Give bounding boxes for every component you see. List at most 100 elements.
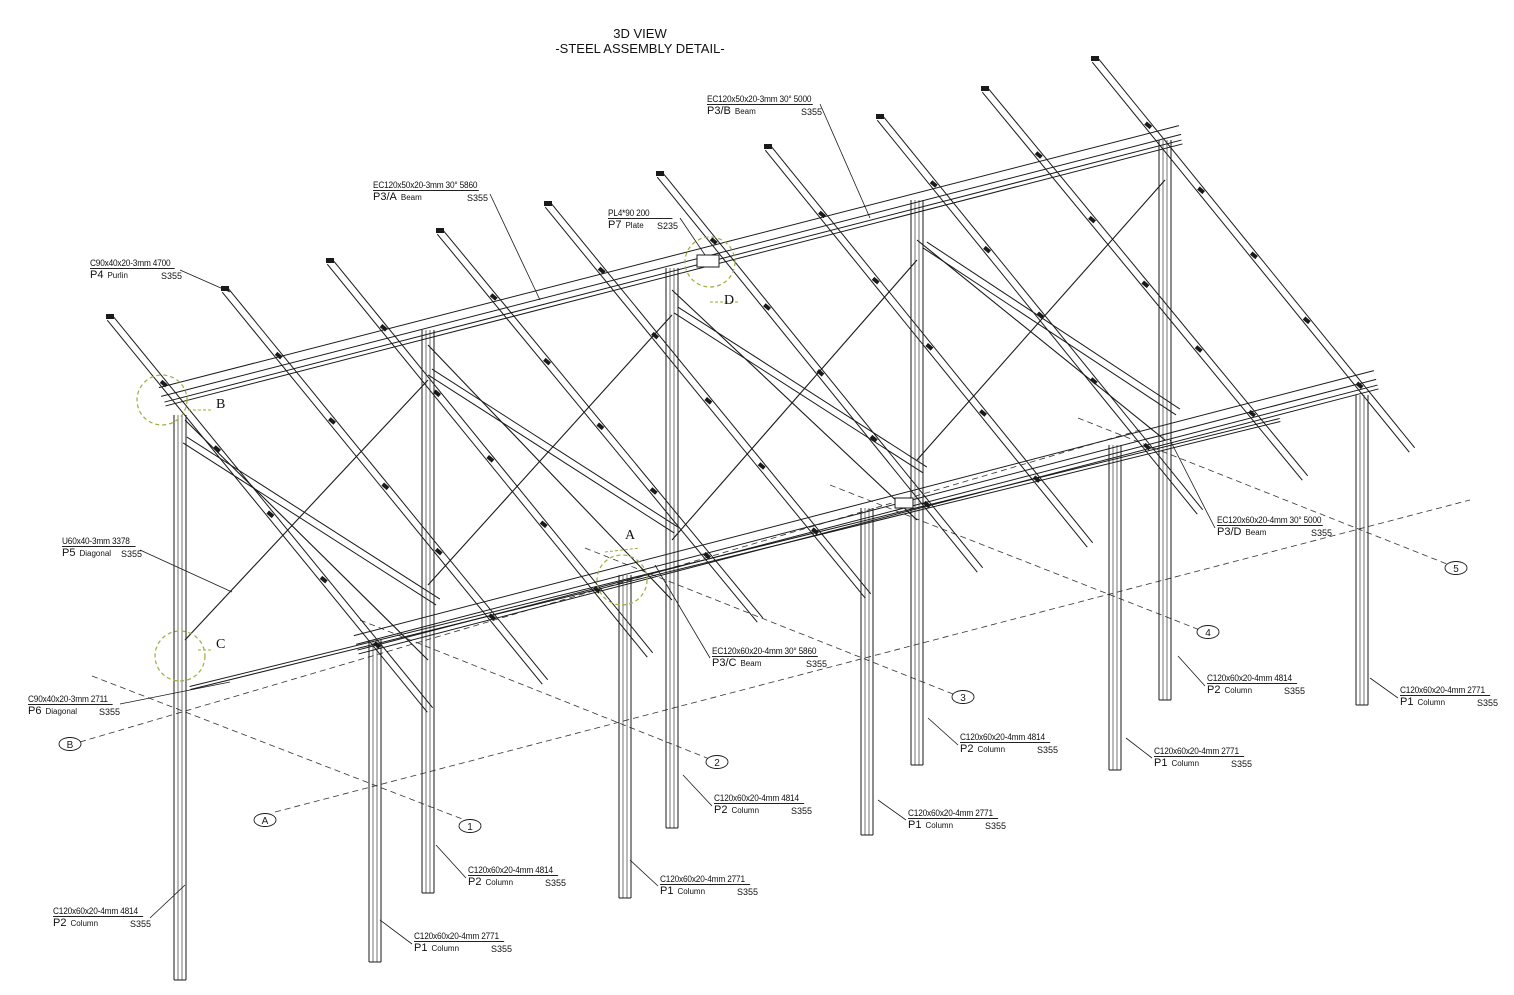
member-edge: [227, 287, 549, 681]
purlin-clip: [979, 409, 988, 417]
leader-line: [489, 193, 541, 301]
leader-line: [927, 717, 959, 746]
member-edge: [764, 149, 1088, 548]
rafter-3: [326, 259, 654, 658]
rafter-cap: [656, 171, 664, 176]
diagonal-4: [922, 241, 1181, 416]
part-grade: S355: [120, 549, 142, 559]
member-edge: [544, 206, 866, 599]
purlin-clip: [1143, 442, 1152, 451]
member-edge: [427, 374, 675, 534]
bubble-outline: [1444, 561, 1468, 575]
part-grade: S355: [1310, 528, 1332, 538]
diagonal-1: [182, 436, 441, 606]
detail-circle-c: [154, 630, 206, 682]
part-spec: C90x40x20-3mm 4700: [90, 258, 175, 269]
part-grade: S355: [984, 821, 1006, 831]
part-grade: S355: [98, 707, 120, 717]
x-brace-7: [916, 179, 1166, 461]
purlin-clip: [213, 445, 222, 453]
leader-line: [1125, 737, 1153, 759]
rafter-7: [764, 145, 1094, 548]
bubble-text: 5: [1453, 564, 1459, 575]
purlin-clip: [486, 455, 495, 463]
rafter-cap: [981, 86, 989, 91]
part-mark: P4: [90, 269, 104, 281]
purlin-clip: [1141, 280, 1150, 289]
purlin-clip: [1197, 186, 1206, 195]
grid-bubble-1: 1: [458, 819, 482, 833]
member-edge: [182, 442, 437, 606]
plate-p7: [696, 254, 720, 268]
column-3: [421, 330, 435, 894]
member-edge: [165, 143, 1183, 407]
bubble-text: 2: [714, 758, 720, 769]
rafter-cap: [436, 228, 444, 233]
purlin-clip: [1036, 311, 1045, 320]
purlin-clip: [1194, 345, 1203, 353]
part-desc: Diagonal: [45, 707, 78, 716]
rafter-8: [876, 115, 1204, 515]
diagonal-2: [427, 368, 679, 534]
part-grade: S355: [466, 193, 488, 203]
member-edge: [353, 370, 1374, 637]
leader-lines: [119, 103, 1399, 945]
title-line-1: 3D VIEW: [613, 26, 667, 41]
bubble-text: B: [67, 740, 74, 751]
purlin-clip: [703, 551, 712, 560]
part-spec: C120x60x20-4mm 4814: [714, 793, 805, 804]
part-desc: Column: [731, 806, 760, 815]
purlin-clip: [1249, 251, 1258, 260]
part-spec: EC120x60x20-4mm 30° 5000: [1217, 515, 1323, 526]
part-mark: P1: [414, 942, 428, 954]
rafter-6: [656, 172, 984, 573]
purlin-clip: [159, 379, 168, 388]
member-edge: [1091, 61, 1410, 453]
part-grade: S355: [800, 107, 822, 117]
part-desc: Plate: [625, 221, 644, 230]
part-spec: PL4*90 200: [608, 208, 673, 219]
rafter-9: [981, 87, 1309, 481]
bubble-outline: [458, 819, 482, 833]
part-spec: EC120x50x20-3mm 30° 5000: [707, 94, 813, 105]
rafter-1: [106, 315, 434, 713]
part-grade: S355: [790, 806, 812, 816]
detail-label-b: B: [216, 397, 226, 412]
grid-line-3: [584, 547, 959, 697]
detail-label-c: C: [216, 637, 226, 652]
grid-line-1: [91, 675, 471, 823]
purlin-clip: [871, 276, 880, 285]
purlin-clip: [1034, 151, 1043, 159]
part-desc: Column: [485, 878, 514, 887]
purlin-clip: [704, 397, 713, 405]
column-9: [1158, 140, 1172, 701]
x-brace-1: [184, 379, 429, 641]
member-edge: [326, 263, 648, 658]
leader-line: [1177, 655, 1206, 687]
purlin-clip: [757, 462, 766, 470]
member-edge: [656, 176, 978, 573]
member-edge: [431, 368, 679, 528]
part-grade: S355: [1230, 759, 1252, 769]
purlin-clip: [597, 266, 606, 275]
column-8: [1108, 445, 1122, 771]
leader-line: [629, 859, 659, 887]
part-grade: S355: [544, 878, 566, 888]
purlin-clip: [488, 613, 497, 621]
member-edge: [922, 247, 1177, 416]
leader-line: [682, 774, 713, 807]
grid-bubble-a: A: [253, 813, 277, 827]
